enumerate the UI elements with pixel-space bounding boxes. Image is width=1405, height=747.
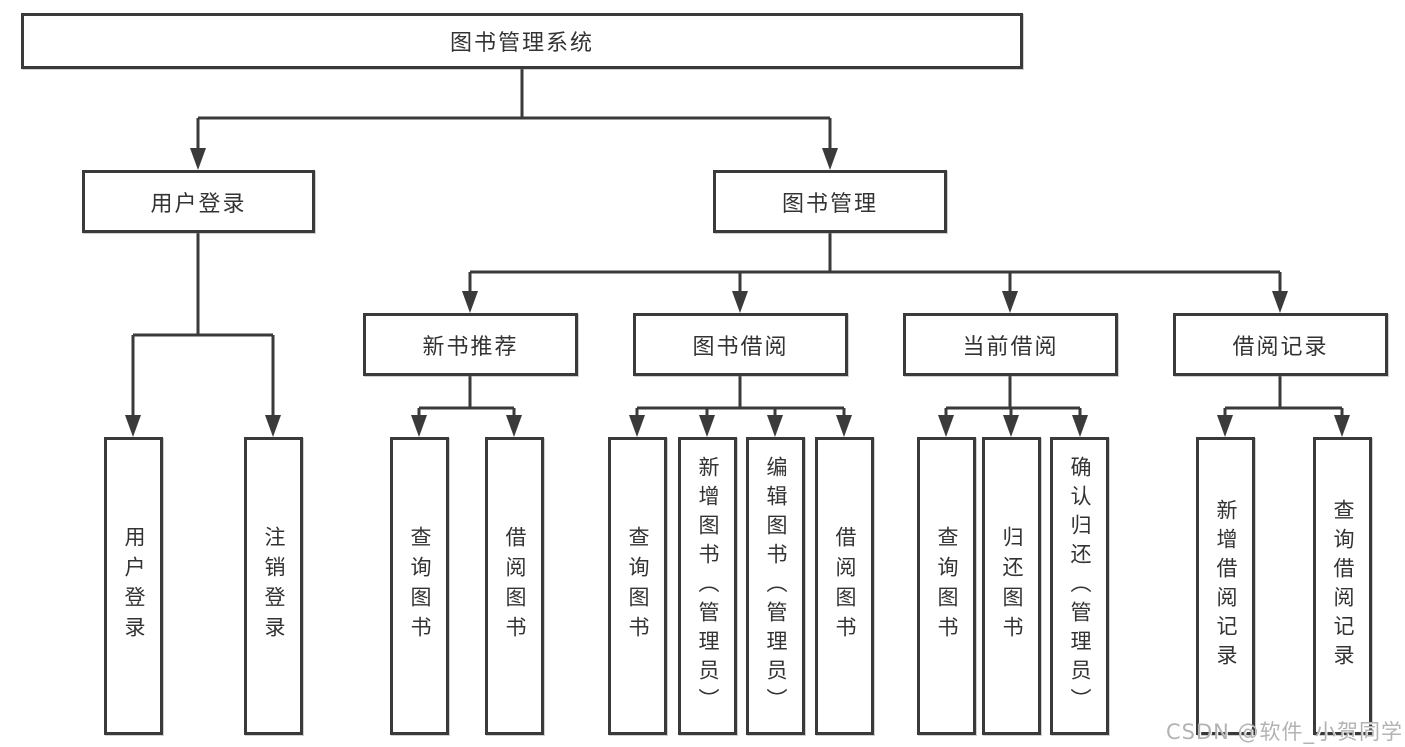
leaf-return-books: 归还图书 [982,437,1041,735]
node-current-borrowing: 当前借阅 [903,313,1118,376]
leaf-label: 查询图书 [408,526,432,646]
csdn-watermark: CSDN @软件_小贺同学 [1166,720,1404,744]
leaf-query-books-borrowing: 查询图书 [608,437,667,735]
leaf-label: 借阅图书 [503,526,527,646]
node-book-borrowing: 图书借阅 [633,313,848,376]
leaf-label: 注销登录 [262,526,286,646]
node-new-book-recommend: 新书推荐 [363,313,578,376]
leaf-label: 用户登录 [122,526,146,646]
leaf-borrow-books-recommend: 借阅图书 [485,437,544,735]
leaf-label: 确认归还（管理员） [1068,455,1092,717]
leaf-label: 借阅图书 [833,526,857,646]
leaf-add-books-admin: 新增图书（管理员） [678,437,737,735]
node-user-login: 用户登录 [82,170,315,233]
leaf-label: 新增图书（管理员） [696,455,720,717]
leaf-query-books-recommend: 查询图书 [390,437,449,735]
node-book-management: 图书管理 [713,170,947,233]
leaf-label: 查询借阅记录 [1331,499,1355,673]
leaf-borrow-books-borrowing: 借阅图书 [815,437,874,735]
node-root-system: 图书管理系统 [21,13,1023,69]
leaf-label: 查询图书 [935,526,959,646]
leaf-edit-books-admin: 编辑图书（管理员） [746,437,805,735]
leaf-query-borrow-record: 查询借阅记录 [1313,437,1372,735]
leaf-label: 新增借阅记录 [1214,499,1238,673]
leaf-query-books-current: 查询图书 [917,437,976,735]
leaf-logout: 注销登录 [244,437,303,735]
node-borrowing-records: 借阅记录 [1173,313,1388,376]
leaf-add-borrow-record: 新增借阅记录 [1196,437,1255,735]
leaf-label: 归还图书 [1000,526,1024,646]
leaf-confirm-return-admin: 确认归还（管理员） [1050,437,1109,735]
leaf-label: 编辑图书（管理员） [764,455,788,717]
leaf-label: 查询图书 [626,526,650,646]
leaf-user-login: 用户登录 [104,437,163,735]
